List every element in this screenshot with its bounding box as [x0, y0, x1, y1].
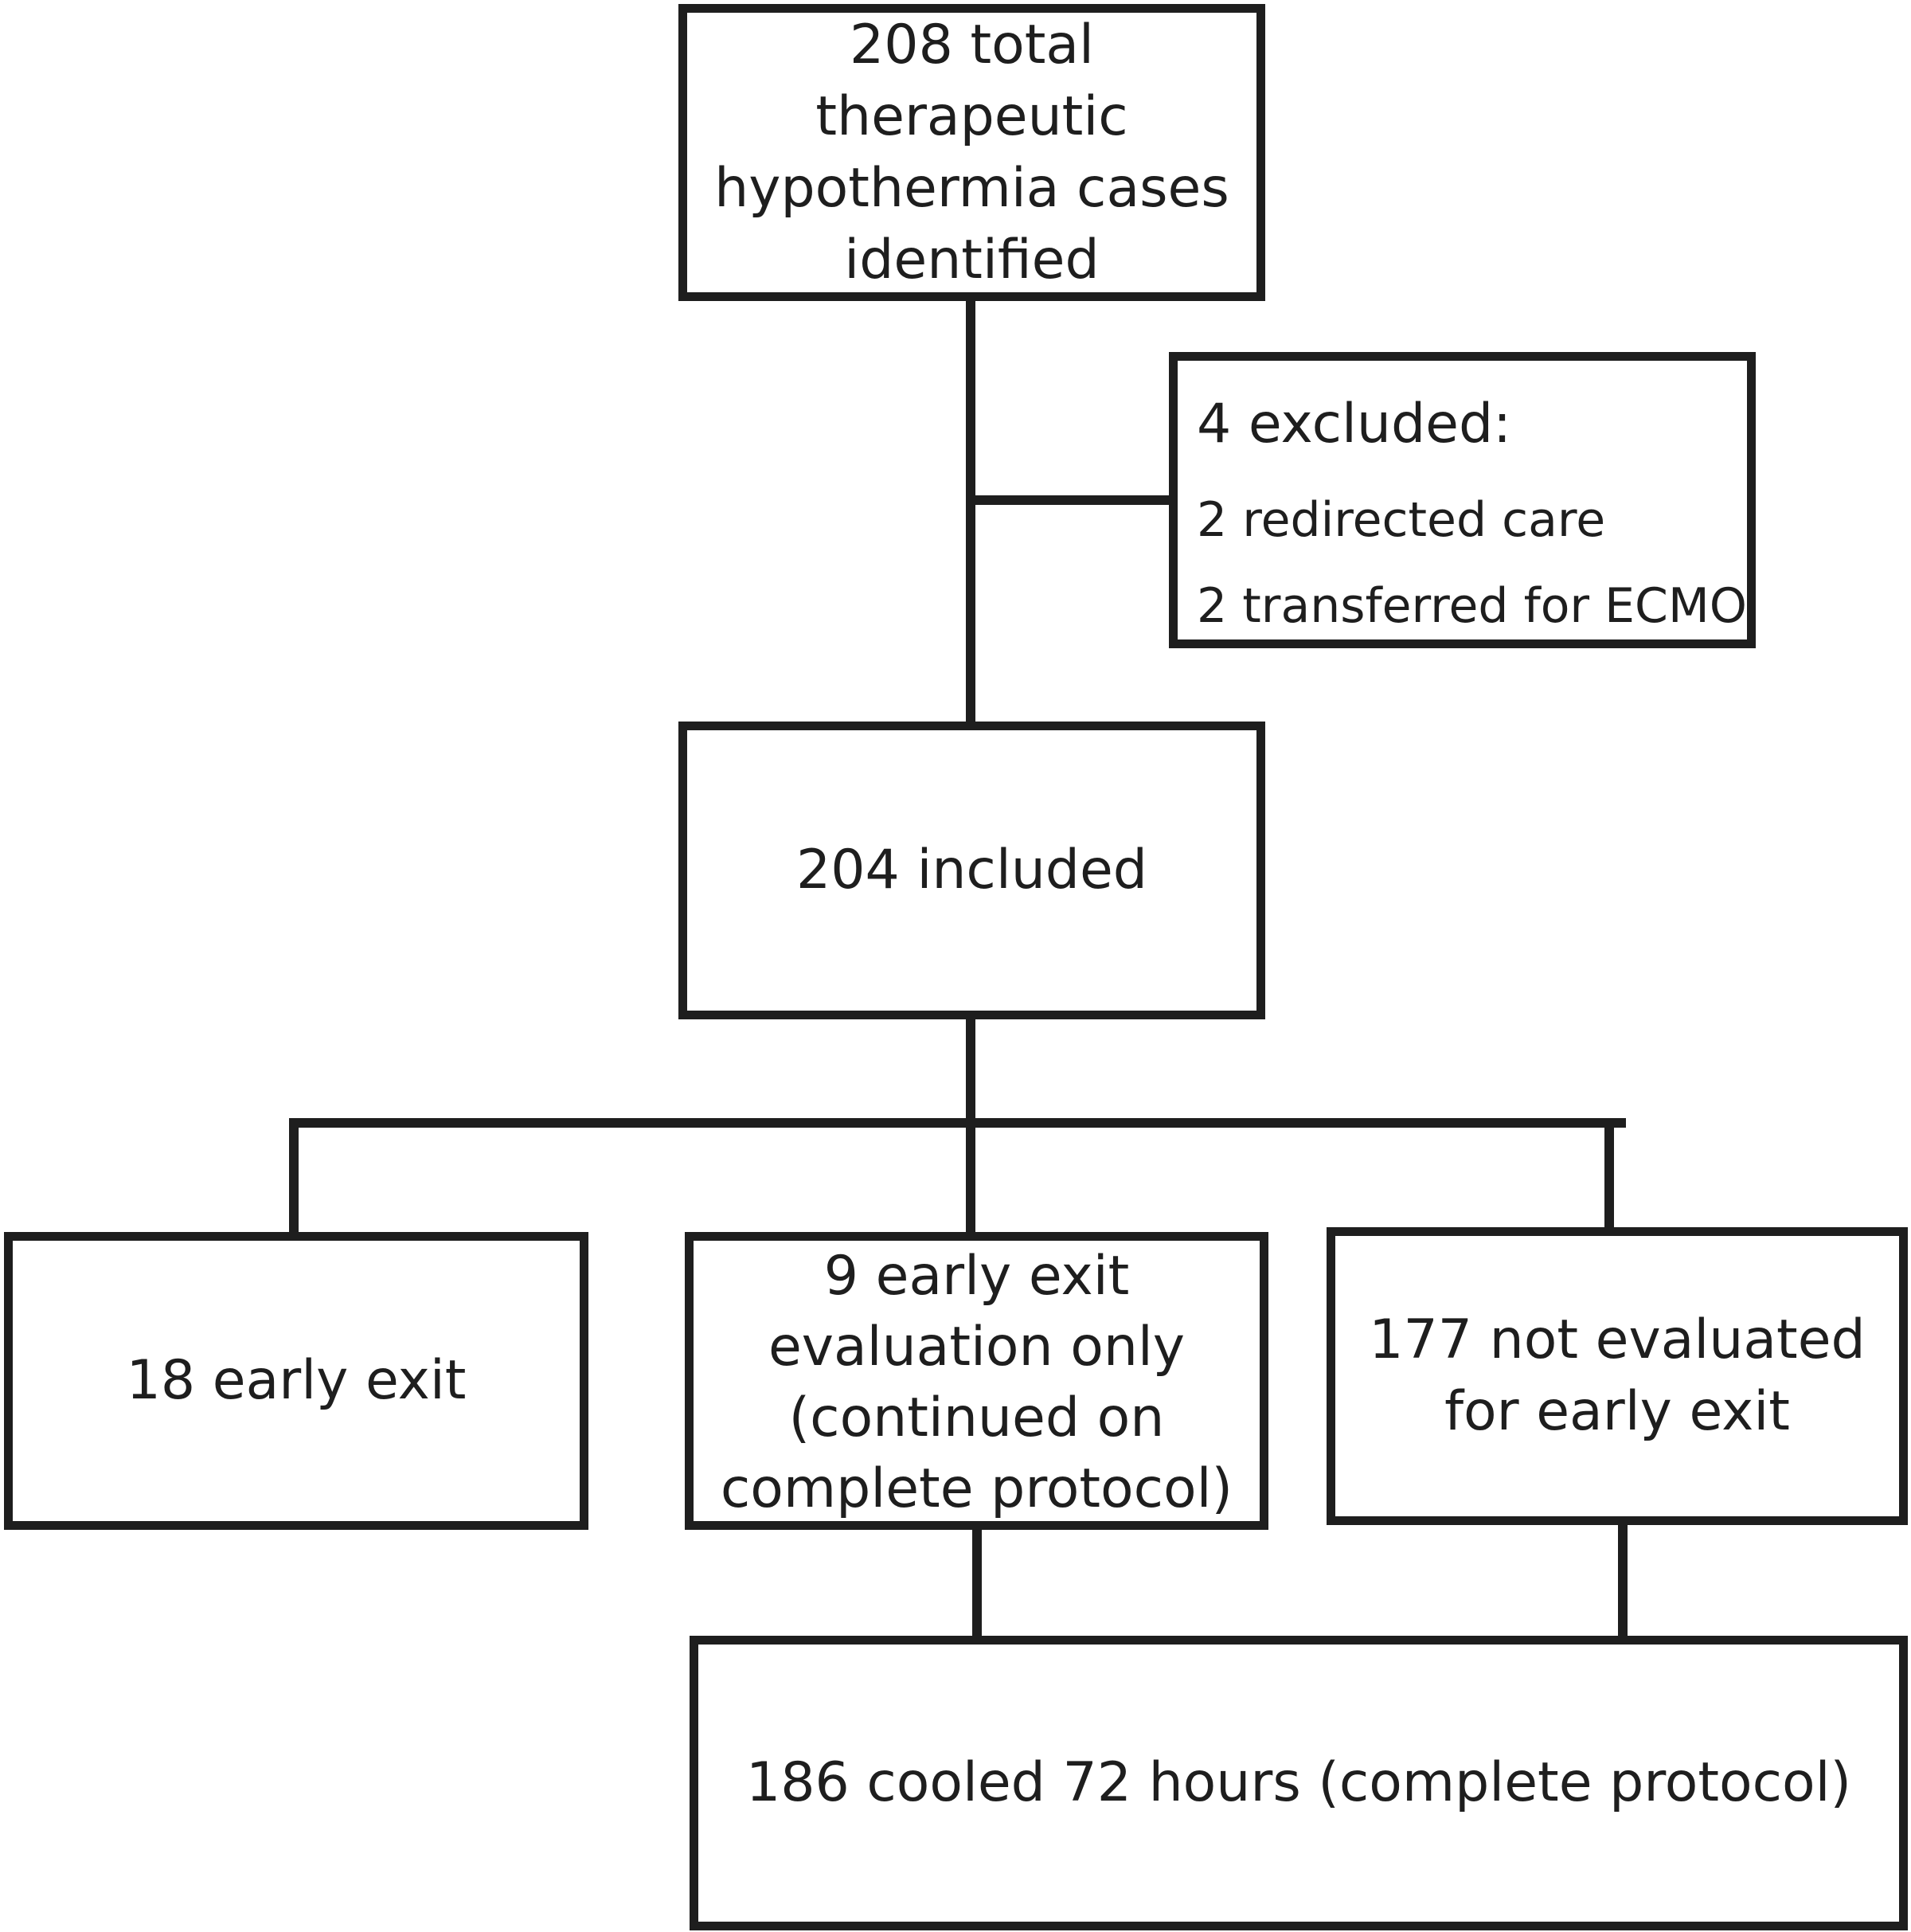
- not-evaluated-line-1: 177 not evaluated: [1369, 1308, 1866, 1371]
- total-cases-box: 208 total therapeutic hypothermia cases …: [678, 4, 1265, 301]
- evaluation-only-line-3: (continued on: [788, 1386, 1165, 1449]
- excluded-box: 4 excluded: 2 redirected care 2 transfer…: [1169, 352, 1756, 648]
- included-label: 204 included: [796, 839, 1147, 901]
- total-cases-line-2: therapeutic: [815, 84, 1128, 148]
- included-box: 204 included: [678, 722, 1265, 1019]
- excluded-reason-ecmo: 2 transferred for ECMO: [1197, 578, 1747, 634]
- complete-protocol-label: 186 cooled 72 hours (complete protocol): [745, 1751, 1852, 1814]
- total-cases-line-4: identified: [844, 228, 1100, 291]
- evaluation-only-line-1: 9 early exit: [823, 1245, 1130, 1308]
- not-evaluated-box: 177 not evaluated for early exit: [1327, 1227, 1908, 1525]
- not-evaluated-line-2: for early exit: [1444, 1380, 1790, 1443]
- early-exit-box: 18 early exit: [4, 1232, 588, 1530]
- total-cases-line-3: hypothermia cases: [714, 156, 1229, 220]
- total-cases-line-1: 208 total: [850, 13, 1094, 76]
- excluded-heading: 4 excluded:: [1197, 393, 1512, 456]
- excluded-reason-redirected: 2 redirected care: [1197, 492, 1606, 548]
- evaluation-only-line-4: complete protocol): [720, 1457, 1233, 1520]
- complete-protocol-box: 186 cooled 72 hours (complete protocol): [690, 1636, 1908, 1930]
- early-exit-label: 18 early exit: [126, 1349, 467, 1412]
- evaluation-only-line-2: evaluation only: [768, 1316, 1186, 1379]
- evaluation-only-box: 9 early exit evaluation only (continued …: [685, 1232, 1268, 1530]
